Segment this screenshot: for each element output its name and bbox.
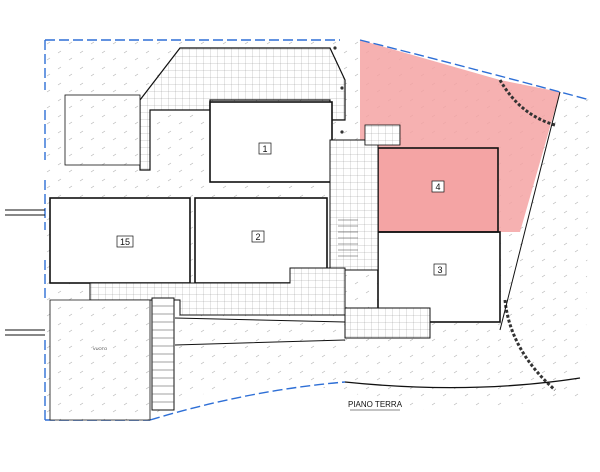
room-label-2: 2 — [251, 230, 265, 243]
svg-text:15: 15 — [120, 237, 130, 247]
room-label-4: 4 — [431, 180, 445, 193]
svg-text:3: 3 — [437, 265, 442, 275]
south-curve — [344, 377, 581, 389]
ramp — [174, 317, 346, 346]
central-corridor — [329, 139, 379, 271]
stairs-north — [364, 124, 401, 146]
external-stair — [151, 297, 175, 411]
bollard-marks — [333, 46, 344, 134]
courtyard-left — [64, 94, 141, 166]
room-label-3: 3 — [433, 263, 447, 276]
room-label-15: 15 — [116, 235, 134, 248]
void-area — [49, 299, 151, 421]
room-label-1: 1 — [258, 142, 272, 155]
room-1 — [209, 101, 333, 183]
room-3 — [377, 231, 501, 323]
property-boundary — [44, 39, 591, 421]
svg-text:4: 4 — [435, 182, 440, 192]
west-wall — [5, 209, 45, 336]
terrace-corridor — [139, 47, 346, 171]
east-boundary — [499, 91, 561, 331]
retaining-wall — [498, 79, 556, 392]
entry-landing — [344, 307, 431, 339]
svg-text:1: 1 — [262, 144, 267, 154]
stairs-central — [338, 219, 358, 257]
svg-text:2: 2 — [255, 232, 260, 242]
void-label: VUOTO — [93, 346, 107, 351]
floor-caption: PIANO TERRA — [348, 400, 403, 409]
